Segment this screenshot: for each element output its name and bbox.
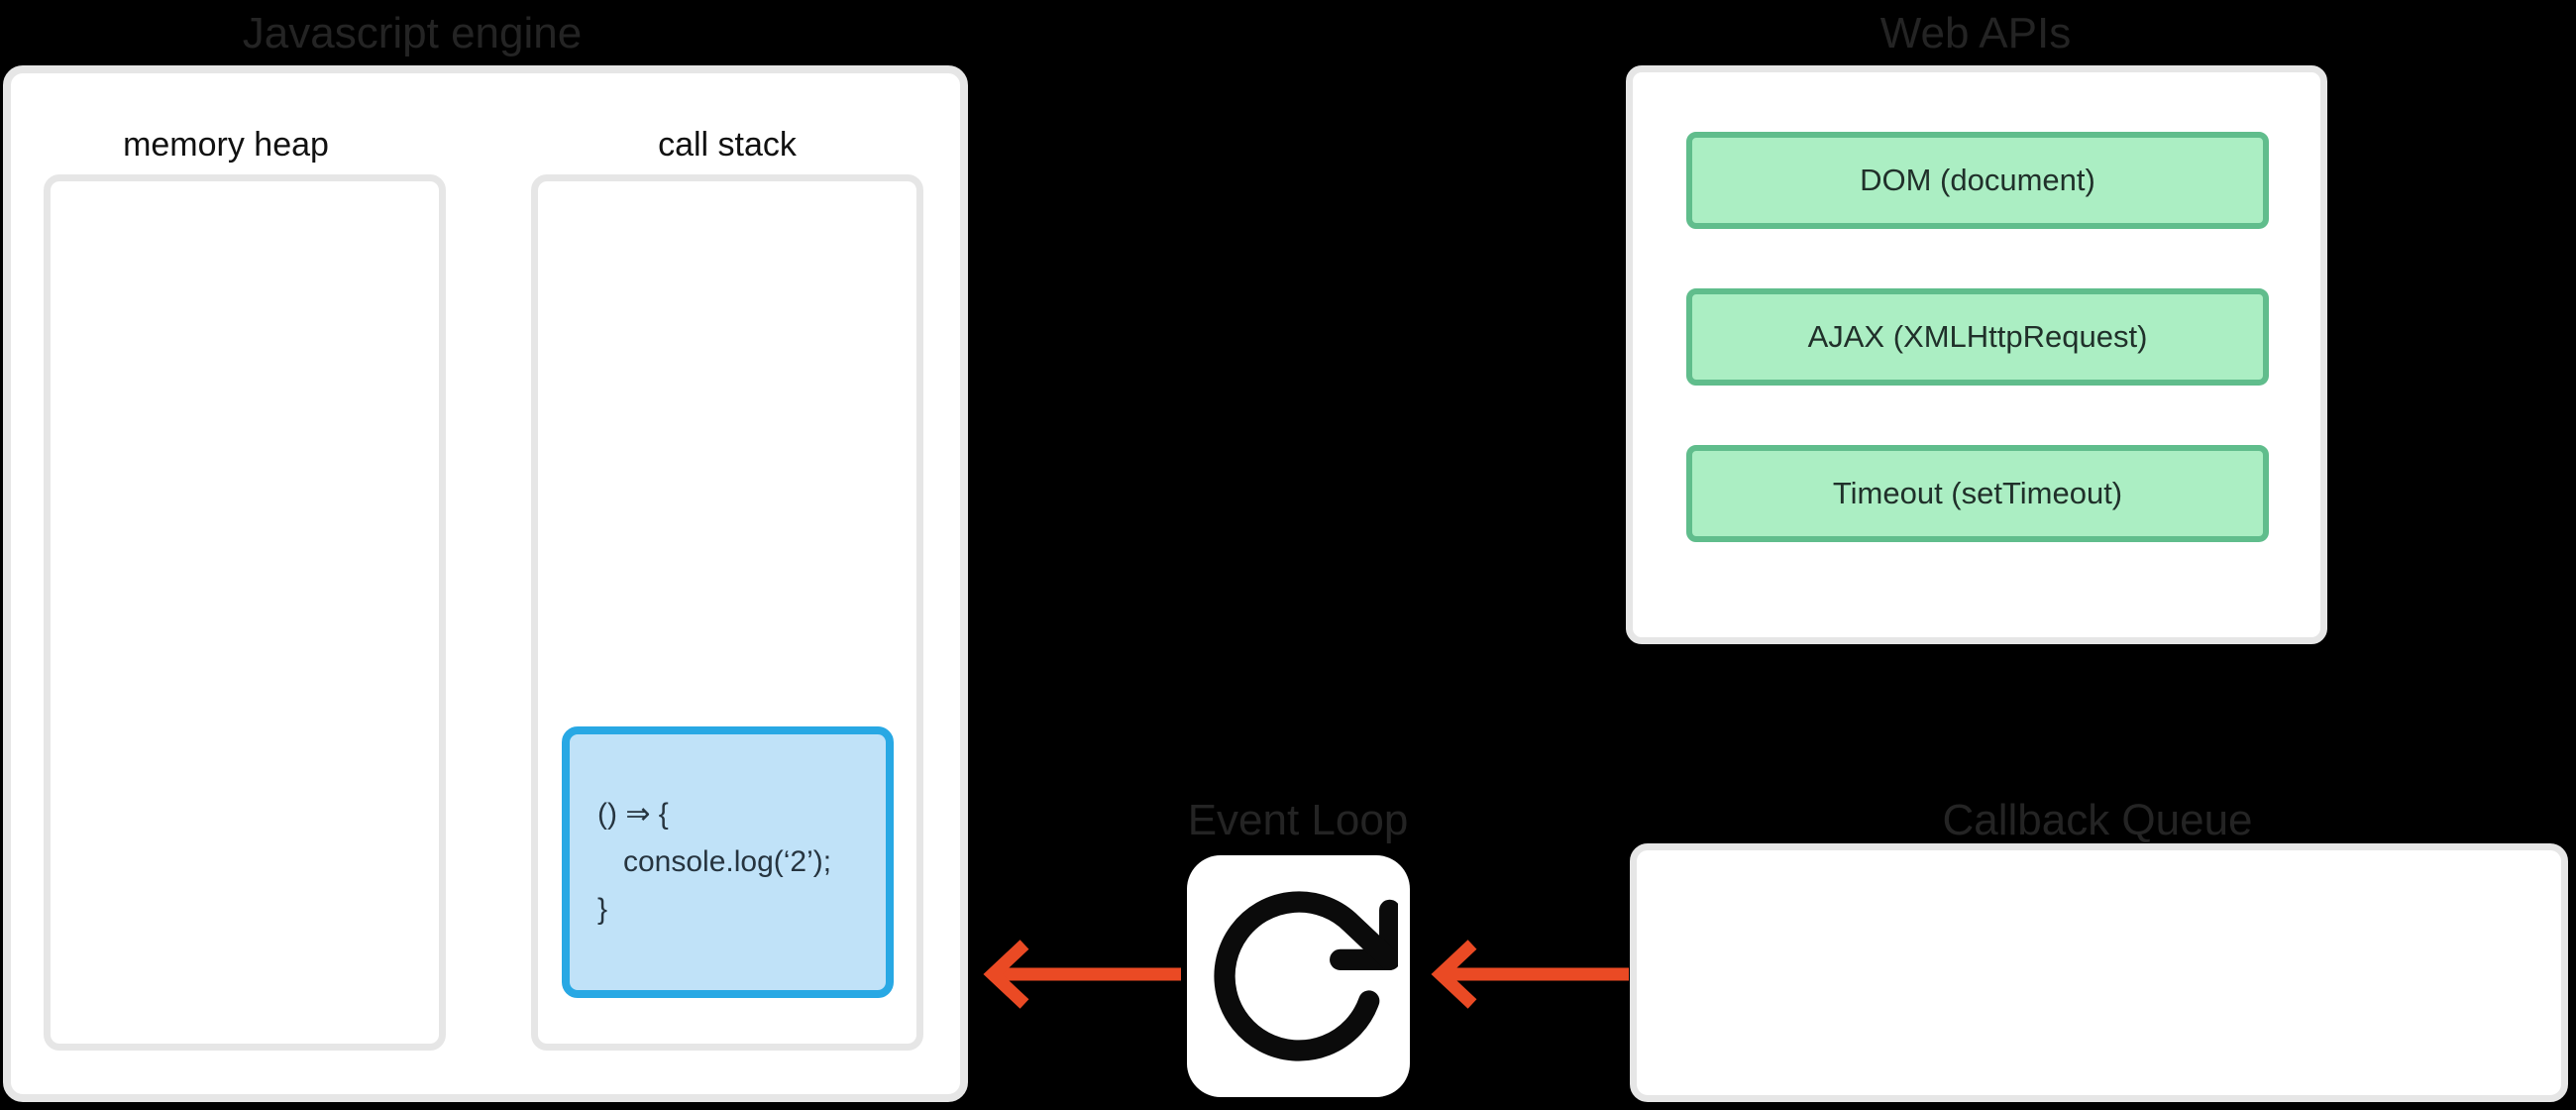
event-loop-title: Event Loop [1187,796,1409,844]
web-apis-title: Web APIs [1879,9,2072,57]
memory-heap-box [44,174,446,1051]
call-stack-label: call stack [658,126,797,164]
web-api-item-ajax: AJAX (XMLHttpRequest) [1686,288,2269,386]
web-api-item-dom: DOM (document) [1686,132,2269,229]
stack-frame: () ⇒ { console.log(‘2’); } [562,726,894,998]
code-line: } [597,893,608,926]
web-api-item-timeout: Timeout (setTimeout) [1686,445,2269,542]
memory-heap-label: memory heap [123,126,329,164]
js-engine-title: Javascript engine [242,9,583,57]
event-loop-box [1187,855,1410,1097]
web-apis-panel: DOM (document) AJAX (XMLHttpRequest) Tim… [1626,65,2327,644]
js-engine-panel: memory heap call stack () ⇒ { console.lo… [3,65,968,1102]
callback-queue-title: Callback Queue [1942,796,2253,844]
callback-queue-panel [1630,843,2568,1102]
rotate-cw-icon [1213,891,1398,1061]
code-line: console.log(‘2’); [623,845,832,878]
code-line: () ⇒ { [597,798,669,831]
call-stack-box: () ⇒ { console.log(‘2’); } [531,174,923,1051]
flow-arrow-left-icon [983,940,1181,1009]
flow-arrow-left-icon [1431,940,1629,1009]
